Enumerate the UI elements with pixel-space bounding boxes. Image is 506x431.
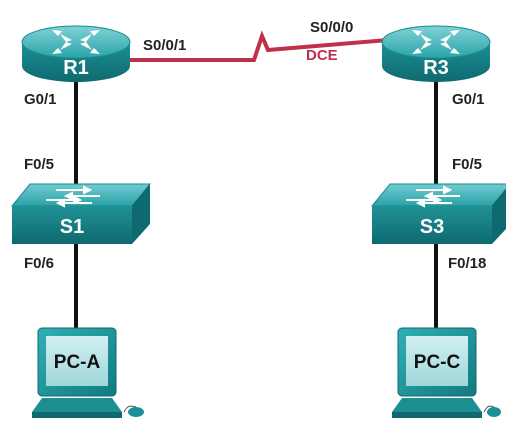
port-label-r3-g01: G0/1: [452, 91, 485, 108]
s1-label: S1: [60, 216, 84, 238]
switch-icon: [370, 183, 506, 244]
dce-label: DCE: [306, 47, 338, 64]
s3-label: S3: [420, 216, 444, 238]
pc-c[interactable]: PC-C: [392, 327, 501, 418]
router-r3[interactable]: R3: [381, 25, 491, 82]
port-label-r3-serial: S0/0/0: [310, 19, 353, 36]
router-r1[interactable]: R1: [21, 25, 131, 82]
pc-icon: [32, 327, 144, 418]
switch-s1[interactable]: S1: [10, 183, 152, 244]
serial-link: [120, 30, 389, 62]
port-label-s1-f06: F0/6: [24, 255, 54, 272]
pcc-label: PC-C: [414, 352, 461, 373]
pc-a[interactable]: PC-A: [32, 327, 144, 418]
r1-label: R1: [63, 57, 89, 79]
router-icon: [381, 25, 491, 82]
port-label-r1-serial: S0/0/1: [143, 37, 186, 54]
port-label-s3-f05: F0/5: [452, 156, 482, 173]
port-label-r1-g01: G0/1: [24, 91, 57, 108]
switch-s3[interactable]: S3: [370, 183, 506, 244]
port-label-s1-f05: F0/5: [24, 156, 54, 173]
pca-label: PC-A: [54, 352, 101, 373]
pc-icon: [392, 327, 501, 418]
port-label-s3-f018: F0/18: [448, 255, 486, 272]
switch-icon: [10, 183, 152, 244]
r3-label: R3: [423, 57, 449, 79]
router-icon: [21, 25, 131, 82]
